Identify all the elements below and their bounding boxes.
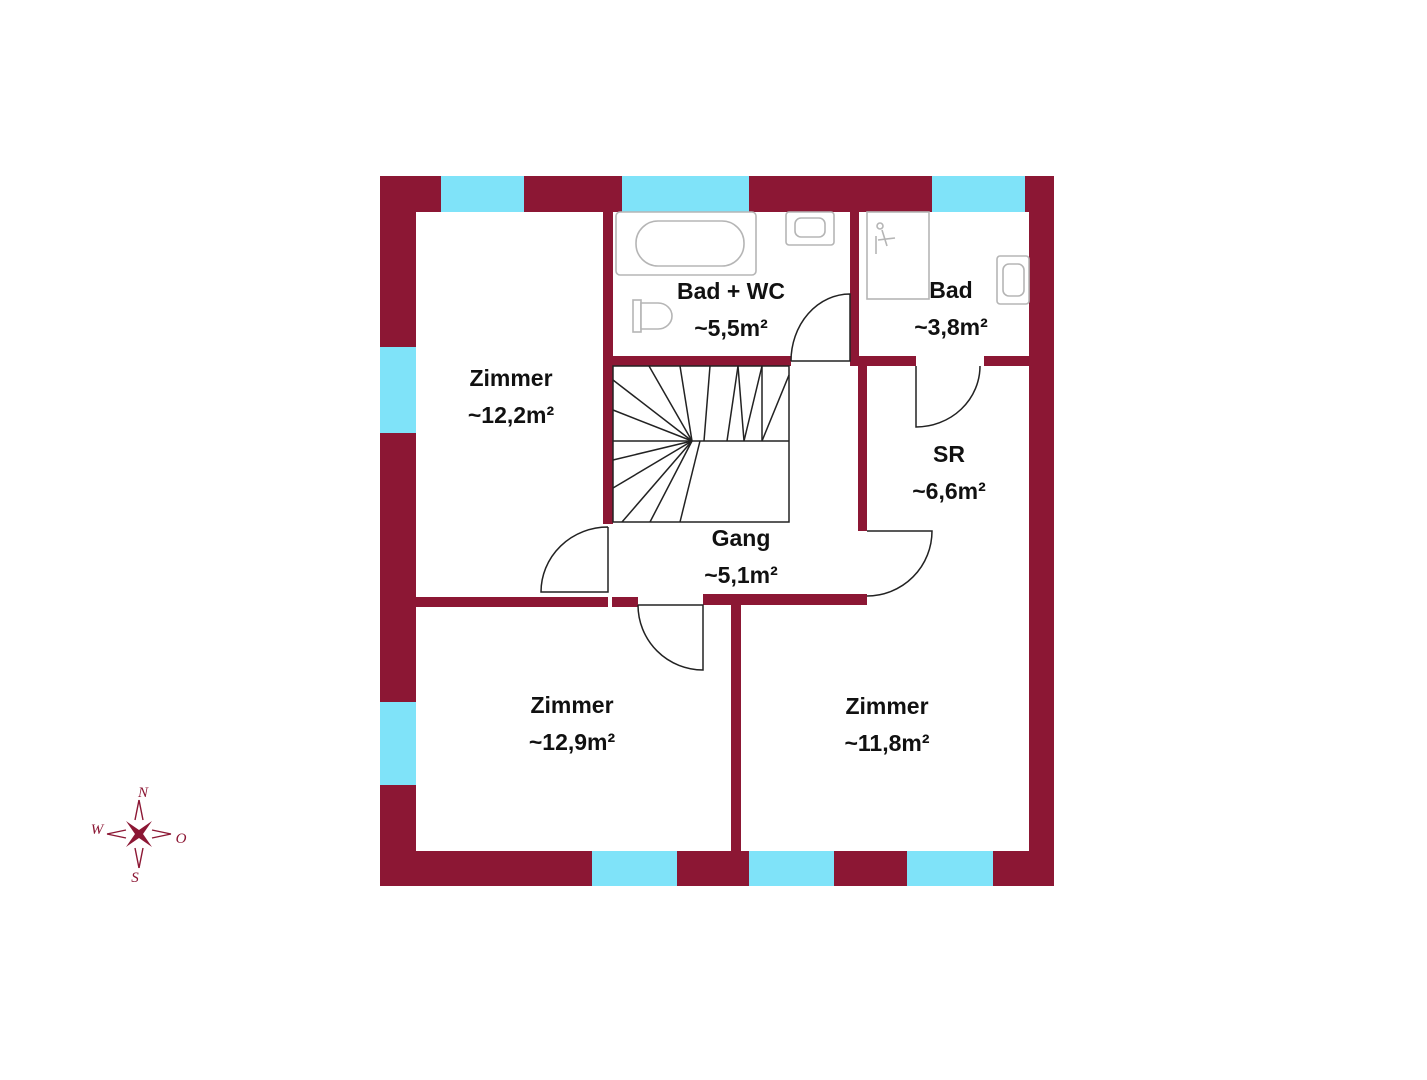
shower-icon xyxy=(866,211,930,300)
toilet-icon xyxy=(632,299,673,333)
wall-badwc-bottom xyxy=(603,356,791,366)
compass-south: S xyxy=(131,870,139,886)
room-name-bad: Bad xyxy=(929,277,972,303)
room-area-zimmer-se: ~11,8m² xyxy=(844,730,929,756)
stair-line xyxy=(726,365,739,442)
compass-east: O xyxy=(176,831,187,847)
wall-bad-divider xyxy=(850,212,859,356)
room-area-bad-wc: ~5,5m² xyxy=(694,315,768,341)
stair-outline xyxy=(612,365,790,523)
door-zimmer-nw xyxy=(540,526,609,593)
wall-mid-right xyxy=(703,594,867,605)
wall-sr-stub xyxy=(858,594,867,605)
wall-mid-door-stub xyxy=(612,597,638,607)
stair-line xyxy=(679,440,701,523)
room-area-zimmer-sw: ~12,9m² xyxy=(529,729,616,755)
room-name-zimmer-se: Zimmer xyxy=(845,693,928,719)
stair-line xyxy=(649,440,693,523)
room-name-bad-wc: Bad + WC xyxy=(677,278,785,304)
room-name-zimmer-sw: Zimmer xyxy=(530,692,613,718)
wall-bottom-divider xyxy=(731,605,741,851)
door-bad-sr xyxy=(915,365,981,428)
window-south-1 xyxy=(592,851,677,886)
stair-line xyxy=(648,365,693,442)
wall-east xyxy=(1029,176,1054,886)
staircase xyxy=(612,365,790,523)
window-south-2 xyxy=(749,851,834,886)
compass-north: N xyxy=(137,785,149,801)
room-area-sr: ~6,6m² xyxy=(912,478,986,504)
bathtub-icon xyxy=(615,211,757,276)
stair-line xyxy=(743,365,763,442)
wall-bad-bottom-left xyxy=(850,356,916,366)
room-area-bad: ~3,8m² xyxy=(914,314,988,340)
stair-line xyxy=(621,440,693,523)
stair-line xyxy=(679,365,693,442)
stair-line xyxy=(612,440,693,461)
stair-line xyxy=(703,365,711,442)
room-name-sr: SR xyxy=(933,441,965,467)
window-north-2 xyxy=(622,176,749,212)
room-name-gang: Gang xyxy=(712,525,771,551)
stair-line xyxy=(612,379,693,442)
door-sr-gang xyxy=(866,530,933,597)
wall-mid-left xyxy=(416,597,608,607)
fixtures xyxy=(615,211,1030,333)
doors xyxy=(540,293,981,671)
stair-line xyxy=(612,409,693,442)
interior-walls xyxy=(416,212,1029,851)
wall-left-vertical xyxy=(603,212,613,524)
door-bad-wc xyxy=(790,293,851,362)
compass-rose-icon: N S W O xyxy=(91,785,187,886)
window-south-3 xyxy=(907,851,993,886)
sink-icon xyxy=(785,211,835,246)
room-area-zimmer-nw: ~12,2m² xyxy=(468,402,555,428)
room-name-zimmer-nw: Zimmer xyxy=(469,365,552,391)
room-labels: Zimmer ~12,2m² Bad + WC ~5,5m² Bad ~3,8m… xyxy=(468,277,988,756)
door-zimmer-sw xyxy=(637,604,704,671)
windows xyxy=(380,176,1025,886)
room-area-gang: ~5,1m² xyxy=(704,562,778,588)
sink-icon xyxy=(996,255,1030,305)
wall-sr-vertical xyxy=(858,356,867,531)
wall-bad-bottom-right xyxy=(984,356,1029,366)
window-north-3 xyxy=(932,176,1025,212)
stair-line xyxy=(761,374,790,442)
window-north-1 xyxy=(441,176,524,212)
window-west-1 xyxy=(380,347,416,433)
stair-line xyxy=(737,365,745,442)
window-west-2 xyxy=(380,702,416,785)
stair-line xyxy=(612,440,693,489)
compass-west: W xyxy=(91,822,105,838)
